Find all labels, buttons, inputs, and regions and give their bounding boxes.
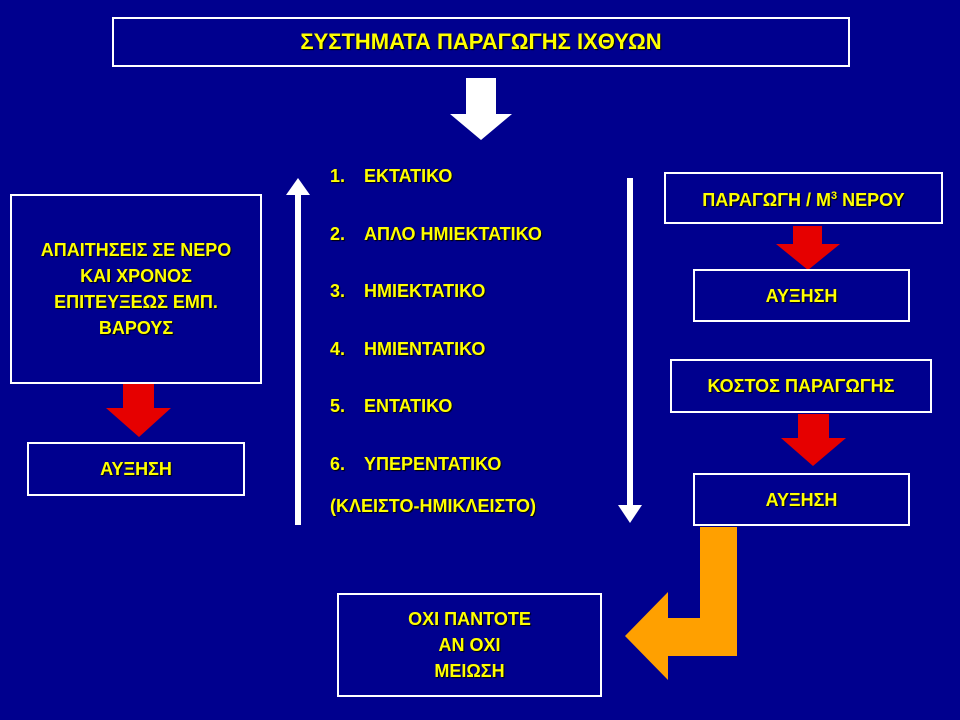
- system-label: ΕΚΤΑΤΙΚΟ: [364, 166, 453, 186]
- system-item: 5. ΕΝΤΑΤΙΚΟ: [330, 396, 542, 454]
- not-always-line: ΑΝ ΟΧΙ: [438, 635, 501, 655]
- cost-red-arrow: [781, 414, 846, 466]
- systems-list: 1. ΕΚΤΑΤΙΚΟ 2. ΑΠΛΟ ΗΜΙΕΚΤΑΤΙΚΟ 3. ΗΜΙΕΚ…: [330, 166, 542, 516]
- production-label-suffix: ΝΕΡΟΥ: [837, 190, 905, 210]
- systems-note: (ΚΛΕΙΣΤΟ-ΗΜΙΚΛΕΙΣΤΟ): [330, 496, 536, 516]
- water-time-requirements-box: ΑΠΑΙΤΗΣΕΙΣ ΣΕ ΝΕΡΟ ΚΑΙ ΧΡΟΝΟΣ ΕΠΙΤΕΥΞΕΩΣ…: [10, 194, 262, 384]
- production-cost-label: ΚΟΣΤΟΣ ΠΑΡΑΓΩΓΗΣ: [707, 376, 895, 396]
- system-label: ΕΝΤΑΤΙΚΟ: [364, 396, 453, 416]
- production-red-arrow: [776, 226, 840, 270]
- production-cost-box: ΚΟΣΤΟΣ ΠΑΡΑΓΩΓΗΣ: [670, 359, 932, 413]
- not-always-line: ΟΧΙ ΠΑΝΤΟΤΕ: [408, 609, 531, 629]
- cubic-superscript: 3: [831, 190, 838, 202]
- requirements-line: ΑΠΑΙΤΗΣΕΙΣ ΣΕ ΝΕΡΟ: [40, 240, 232, 260]
- system-item: 2. ΑΠΛΟ ΗΜΙΕΚΤΑΤΙΚΟ: [330, 224, 542, 282]
- diagram-title: ΣΥΣΤΗΜΑΤΑ ΠΑΡΑΓΩΓΗΣ ΙΧΘΥΩΝ: [300, 29, 662, 54]
- system-number: 3.: [330, 281, 346, 301]
- right-down-arrow-head: [618, 505, 642, 523]
- system-label: ΥΠΕΡΕΝΤΑΤΙΚΟ: [364, 453, 502, 474]
- system-label: ΗΜΙΕΝΤΑΤΙΚΟ: [364, 338, 486, 359]
- system-number: 6.: [330, 453, 346, 474]
- left-red-arrow: [106, 384, 171, 437]
- system-number: 5.: [330, 396, 346, 416]
- requirements-line: ΕΠΙΤΕΥΞΕΩΣ ΕΜΠ.: [54, 292, 218, 312]
- system-number: 1.: [330, 166, 346, 186]
- system-item: 3. ΗΜΙΕΚΤΑΤΙΚΟ: [330, 281, 542, 339]
- left-up-arrow-head: [286, 178, 310, 195]
- production-increase-box: ΑΥΞΗΣΗ: [693, 269, 910, 322]
- not-always-line: ΜΕΙΩΣΗ: [434, 661, 505, 681]
- title-down-arrow: [450, 78, 512, 140]
- system-number: 4.: [330, 338, 346, 359]
- cost-increase-label: ΑΥΞΗΣΗ: [765, 489, 838, 510]
- production-per-water-box: ΠΑΡΑΓΩΓΗ / Μ3 ΝΕΡΟΥ: [664, 172, 943, 224]
- system-label: ΗΜΙΕΚΤΑΤΙΚΟ: [364, 281, 486, 301]
- orange-bent-arrow: [625, 527, 737, 680]
- requirements-line: ΒΑΡΟΥΣ: [98, 318, 174, 338]
- system-item: 4. ΗΜΙΕΝΤΑΤΙΚΟ: [330, 339, 542, 397]
- left-increase-label: ΑΥΞΗΣΗ: [100, 459, 172, 479]
- system-number: 2.: [330, 223, 346, 244]
- production-increase-label: ΑΥΞΗΣΗ: [765, 285, 838, 306]
- system-item: 6. ΥΠΕΡΕΝΤΑΤΙΚΟ: [330, 454, 542, 512]
- not-always-box: ΟΧΙ ΠΑΝΤΟΤΕ ΑΝ ΟΧΙ ΜΕΙΩΣΗ: [337, 593, 602, 697]
- production-label-text: ΠΑΡΑΓΩΓΗ / Μ: [702, 190, 832, 210]
- title-box: ΣΥΣΤΗΜΑΤΑ ΠΑΡΑΓΩΓΗΣ ΙΧΘΥΩΝ: [112, 17, 850, 67]
- requirements-line: ΚΑΙ ΧΡΟΝΟΣ: [80, 266, 192, 286]
- production-per-water-label: ΠΑΡΑΓΩΓΗ / Μ3 ΝΕΡΟΥ: [702, 183, 904, 213]
- system-label: ΑΠΛΟ ΗΜΙΕΚΤΑΤΙΚΟ: [364, 223, 542, 244]
- cost-increase-box: ΑΥΞΗΣΗ: [693, 473, 910, 526]
- system-item: 1. ΕΚΤΑΤΙΚΟ: [330, 166, 542, 224]
- left-increase-box: ΑΥΞΗΣΗ: [27, 442, 245, 496]
